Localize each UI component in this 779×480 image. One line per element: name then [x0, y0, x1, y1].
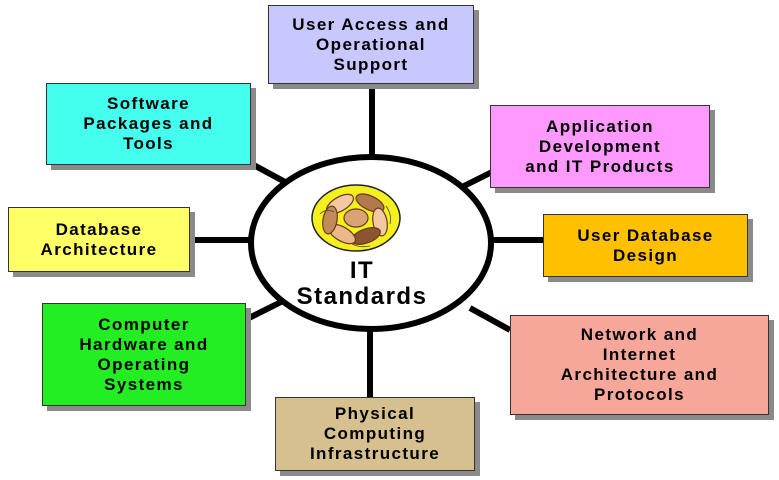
node-software-packages: Software Packages and Tools — [46, 83, 251, 165]
connector-lines — [190, 82, 545, 398]
node-physical-computing: Physical Computing Infrastructure — [275, 397, 475, 471]
node-label-physical-computing: Physical Computing Infrastructure — [309, 404, 441, 463]
node-user-access: User Access and Operational Support — [268, 5, 474, 84]
node-computer-hardware: Computer Hardware and Operating Systems — [42, 303, 246, 406]
node-label-database-architecture: Database Architecture — [40, 219, 158, 259]
node-label-software-packages: Software Packages and Tools — [83, 94, 214, 153]
center-title: IT Standards — [296, 257, 428, 310]
joined-hands-icon — [311, 184, 401, 252]
connector-computer-hardware — [243, 297, 287, 323]
node-label-user-database-design: User Database Design — [577, 225, 714, 265]
node-label-application-development: Application Development and IT Products — [525, 116, 675, 176]
node-label-network-internet: Network and Internet Architecture and Pr… — [560, 325, 719, 404]
node-application-development: Application Development and IT Products — [490, 105, 710, 188]
node-label-computer-hardware: Computer Hardware and Operating Systems — [79, 314, 209, 394]
node-database-architecture: Database Architecture — [8, 207, 190, 272]
node-user-database-design: User Database Design — [543, 214, 748, 277]
node-label-user-access: User Access and Operational Support — [292, 14, 450, 74]
node-network-internet: Network and Internet Architecture and Pr… — [510, 315, 769, 415]
connector-network-internet — [468, 305, 512, 333]
